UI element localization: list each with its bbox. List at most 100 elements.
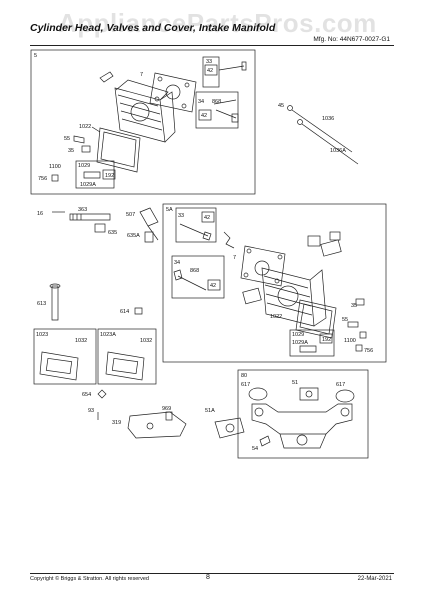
gasket-51 bbox=[299, 387, 319, 401]
callout: 1029A bbox=[292, 340, 308, 346]
callout: 1032 bbox=[140, 338, 152, 344]
callout: 617 bbox=[336, 382, 345, 388]
tube-613 bbox=[51, 285, 59, 321]
section-top: 5 7 1022 55 35 33 42 bbox=[30, 49, 256, 195]
callout: 7 bbox=[233, 255, 236, 261]
callout: 42 bbox=[207, 68, 213, 74]
breather-fitting bbox=[99, 71, 114, 83]
valve-covers: 613 614 1023 1032 1023A 1032 654 93 319 … bbox=[33, 283, 245, 439]
callout: 1022 bbox=[270, 314, 282, 320]
callout: 1023 bbox=[36, 332, 48, 338]
callout: 1023A bbox=[100, 332, 116, 338]
callout: 42 bbox=[210, 283, 216, 289]
callout: 1029 bbox=[78, 163, 90, 169]
page-number: 8 bbox=[206, 574, 210, 581]
intake-manifold bbox=[251, 403, 353, 449]
section-manifold: 80 617 51 617 54 bbox=[237, 369, 369, 459]
bolt bbox=[73, 135, 85, 144]
page-title: Cylinder Head, Valves and Cover, Intake … bbox=[30, 22, 276, 34]
callout: 35 bbox=[351, 303, 357, 309]
bolt-614 bbox=[134, 307, 143, 315]
callout: 969 bbox=[162, 406, 171, 412]
fitting-507 bbox=[139, 207, 159, 241]
callout: 93 bbox=[88, 408, 94, 414]
callout: 192 bbox=[105, 173, 114, 179]
model-number: Mfg. No: 44N677-0027-G1 bbox=[313, 36, 390, 43]
section-top-label: 5 bbox=[34, 53, 37, 59]
callout: 654 bbox=[82, 392, 91, 398]
callout: 613 bbox=[37, 301, 46, 307]
callout: 363 bbox=[78, 207, 87, 213]
cylinder-head bbox=[114, 79, 176, 143]
washer-654 bbox=[97, 389, 107, 399]
section-middle-label: 5A bbox=[166, 207, 173, 213]
callout: 55 bbox=[64, 136, 70, 142]
callout: 635 bbox=[108, 230, 117, 236]
bracket-319 bbox=[127, 411, 187, 439]
copyright: Copyright © Briggs & Stratton. All right… bbox=[30, 576, 149, 582]
valve-box-33 bbox=[202, 56, 220, 88]
callout: 45 bbox=[278, 103, 284, 109]
callout: 756 bbox=[38, 176, 47, 182]
valve-cover bbox=[39, 351, 79, 381]
callout: 16 bbox=[37, 211, 43, 217]
callout: 868 bbox=[212, 99, 221, 105]
watermark: AppliancePartsPros.com bbox=[58, 8, 377, 38]
section-middle: 5A 33 42 34 868 42 7 bbox=[162, 203, 387, 363]
callout: 33 bbox=[206, 59, 212, 65]
pushrods: 45 1036 1036A bbox=[278, 103, 359, 165]
callout: 1032 bbox=[75, 338, 87, 344]
callout: 1036 bbox=[322, 116, 334, 122]
section-manifold-label: 80 bbox=[241, 373, 247, 379]
callout: 1029A bbox=[80, 182, 96, 188]
nut bbox=[81, 145, 91, 153]
callout: 635A bbox=[127, 233, 140, 239]
callout: 1036A bbox=[330, 148, 346, 154]
fuel-parts: 16 363 507 635 635A bbox=[37, 207, 159, 243]
cylinder-head-b bbox=[261, 267, 327, 327]
footer-rule bbox=[30, 573, 394, 574]
valve-box-34b bbox=[171, 255, 225, 299]
callout: 756 bbox=[364, 348, 373, 354]
screw-54 bbox=[259, 435, 271, 447]
callout: 51 bbox=[292, 380, 298, 386]
breather-box-b bbox=[289, 329, 335, 357]
callout: 42 bbox=[201, 113, 207, 119]
callout: 7 bbox=[140, 72, 143, 78]
callout: 1100 bbox=[49, 164, 61, 170]
stud bbox=[69, 213, 111, 221]
callout: 614 bbox=[120, 309, 129, 315]
section-middle-frame bbox=[162, 203, 387, 363]
callout: 34 bbox=[174, 260, 180, 266]
callout: 1022 bbox=[79, 124, 91, 130]
section-manifold-frame bbox=[237, 369, 369, 459]
head-gasket-b bbox=[240, 245, 286, 287]
callout: 35 bbox=[68, 148, 74, 154]
cover-box-1023a bbox=[97, 328, 157, 385]
callout: 1100 bbox=[344, 338, 356, 344]
clip bbox=[51, 174, 59, 182]
date: 22-Mar-2021 bbox=[357, 576, 392, 582]
exhaust-valve bbox=[218, 61, 247, 71]
section-top-frame bbox=[30, 49, 256, 195]
callout: 192 bbox=[322, 337, 331, 343]
header-rule bbox=[30, 45, 394, 46]
head-gasket bbox=[149, 72, 197, 113]
callout: 51A bbox=[205, 408, 215, 414]
valve-cover-b bbox=[105, 351, 145, 381]
callout: 33 bbox=[178, 213, 184, 219]
cover-box-1023 bbox=[33, 328, 97, 385]
clip-635a bbox=[144, 231, 154, 243]
valve-cover-gasket bbox=[96, 127, 141, 173]
gasket-51a bbox=[214, 417, 245, 439]
o-ring bbox=[248, 387, 268, 401]
callout: 319 bbox=[112, 420, 121, 426]
intake-valve bbox=[213, 99, 239, 123]
clip-635 bbox=[94, 223, 106, 233]
callout: 55 bbox=[342, 317, 348, 323]
valve-box-34 bbox=[195, 91, 239, 129]
callout: 617 bbox=[241, 382, 250, 388]
callout: 54 bbox=[252, 446, 258, 452]
callout: 42 bbox=[204, 215, 210, 221]
